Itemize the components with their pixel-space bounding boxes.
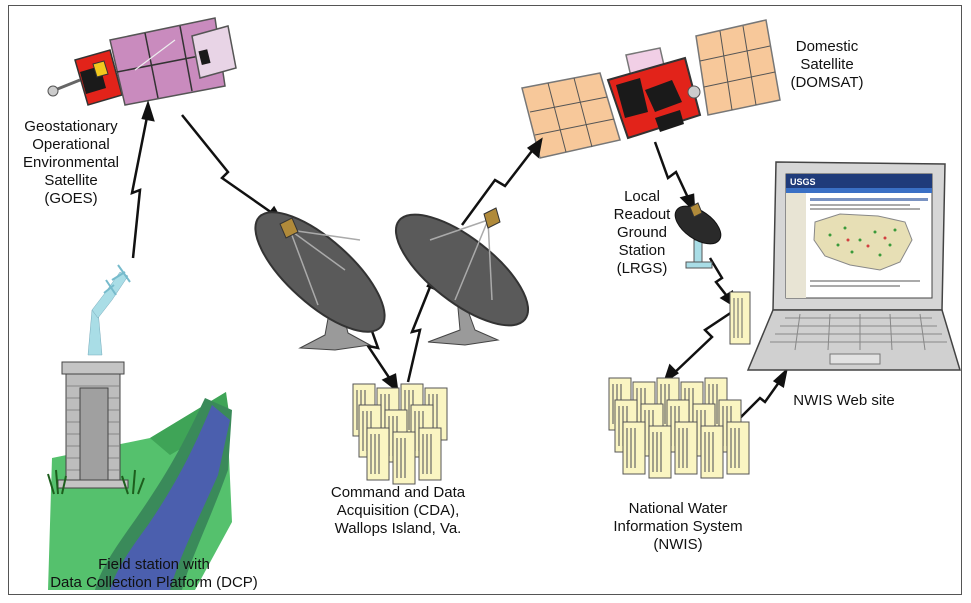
domsat-label: Domestic Satellite (DOMSAT) [790, 38, 864, 91]
field-station-label: Field station with Data Collection Platf… [50, 556, 258, 591]
signal-lrgs-to-server [708, 257, 731, 301]
usgs-logo: USGS [790, 177, 816, 187]
nwis-servers [608, 377, 750, 479]
cda-label: Command and Data Acquisition (CDA), Wall… [330, 484, 466, 537]
signal-goes-to-cda [181, 114, 276, 217]
domsat-satellite [521, 19, 781, 159]
lrgs-label: Local Readout Ground Station (LRGS) [613, 188, 671, 277]
lrgs-dish [674, 202, 722, 269]
signal-server-to-nwis [671, 308, 736, 376]
cda-servers [352, 383, 448, 485]
nwis-website-label: NWIS Web site [793, 392, 895, 409]
goes-label: Geostationary Operational Environmental … [23, 118, 119, 207]
signal-dish-to-domsat [460, 146, 536, 226]
nwis-label: National Water Information System (NWIS) [613, 500, 743, 553]
laptop: USGS [746, 161, 962, 371]
signal-dcp-to-goes [130, 111, 150, 259]
signal-servers-to-dish [406, 281, 434, 383]
lrgs-server [729, 291, 751, 345]
transmitting-dish-right [394, 207, 530, 346]
receiving-dish-left [254, 211, 386, 351]
signal-nwis-to-web [739, 377, 784, 419]
signal-domsat-to-lrgs [653, 141, 692, 203]
goes-satellite [47, 17, 237, 106]
field-station [47, 264, 232, 590]
